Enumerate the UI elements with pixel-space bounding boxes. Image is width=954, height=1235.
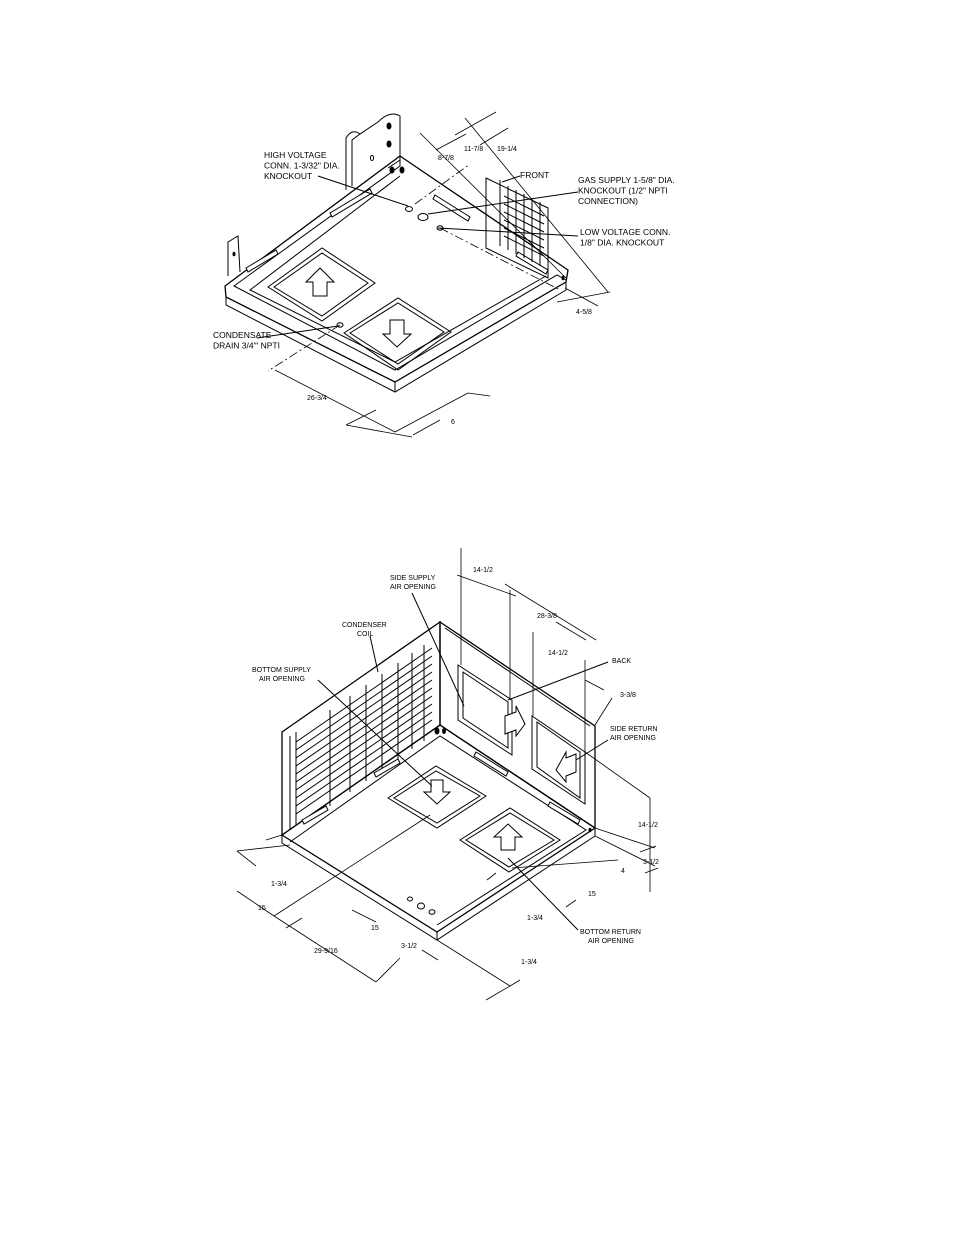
dim-28-3-8: 28-3/8 (537, 613, 557, 620)
dim-15-right: 15 (588, 891, 596, 898)
top-supply-opening (343, 297, 452, 371)
dim-15-left: 15 (258, 905, 266, 912)
bottom-return-opening (459, 807, 561, 873)
dim-3-1-2-bottom: 3-1/2 (401, 943, 417, 950)
low-voltage-label: LOW VOLTAGE CONN.1/8" DIA. KNOCKOUT (580, 227, 670, 248)
dim-1-3-4-mid: 1-3/4 (527, 915, 543, 922)
right-arrow-icon (504, 705, 526, 738)
unit-bottom-outline (280, 724, 597, 933)
side-return-opening (531, 715, 586, 805)
dim-4-5-8: 4-5/8 (576, 309, 592, 316)
dim-26-3-4: 26-3/4 (307, 395, 327, 402)
left-bracket (227, 235, 241, 276)
dim-14-1-2-top: 14-1/2 (473, 567, 493, 574)
dim-14-1-2-mid: 14-1/2 (548, 650, 568, 657)
dim-3-3-8: 3-3/8 (620, 692, 636, 699)
condenser-coil (281, 620, 441, 837)
bottom-supply-opening (387, 765, 487, 829)
left-arrow-icon (555, 750, 577, 784)
dim-4: 4 (621, 868, 625, 875)
dim-29-9-16: 29-9/16 (314, 948, 338, 955)
dim-3-1-2-right: 3-1/2 (643, 859, 659, 866)
up-arrow-icon (492, 823, 524, 851)
dim-19-1-4: 19-1/4 (497, 146, 517, 153)
dim-11-7-8: 11-7/8 (464, 146, 483, 153)
down-arrow-icon (381, 319, 413, 348)
dim-1-3-4-bottom: 1-3/4 (521, 959, 537, 966)
dim-15-bottom: 15 (371, 925, 379, 932)
down-arrow-icon (422, 779, 452, 805)
rear-bracket (345, 113, 401, 190)
top-return-opening (267, 247, 376, 322)
bracket-hole-icon (386, 122, 392, 130)
front-label: FRONT (520, 170, 549, 180)
bracket-hole-icon (386, 140, 392, 148)
dim-6: 6 (451, 419, 455, 426)
back-label: BACK (612, 658, 631, 665)
dim-8-7-8: 8-7/8 (438, 155, 454, 162)
gas-supply-label: GAS SUPPLY 1-5/8" DIA.KNOCKOUT (1/2" NPT… (578, 175, 675, 206)
up-arrow-icon (304, 267, 336, 297)
dim-14-1-2-right: 14-1/2 (638, 822, 658, 829)
side-supply-opening (457, 664, 526, 756)
dim-1-3-4-left: 1-3/4 (271, 881, 287, 888)
